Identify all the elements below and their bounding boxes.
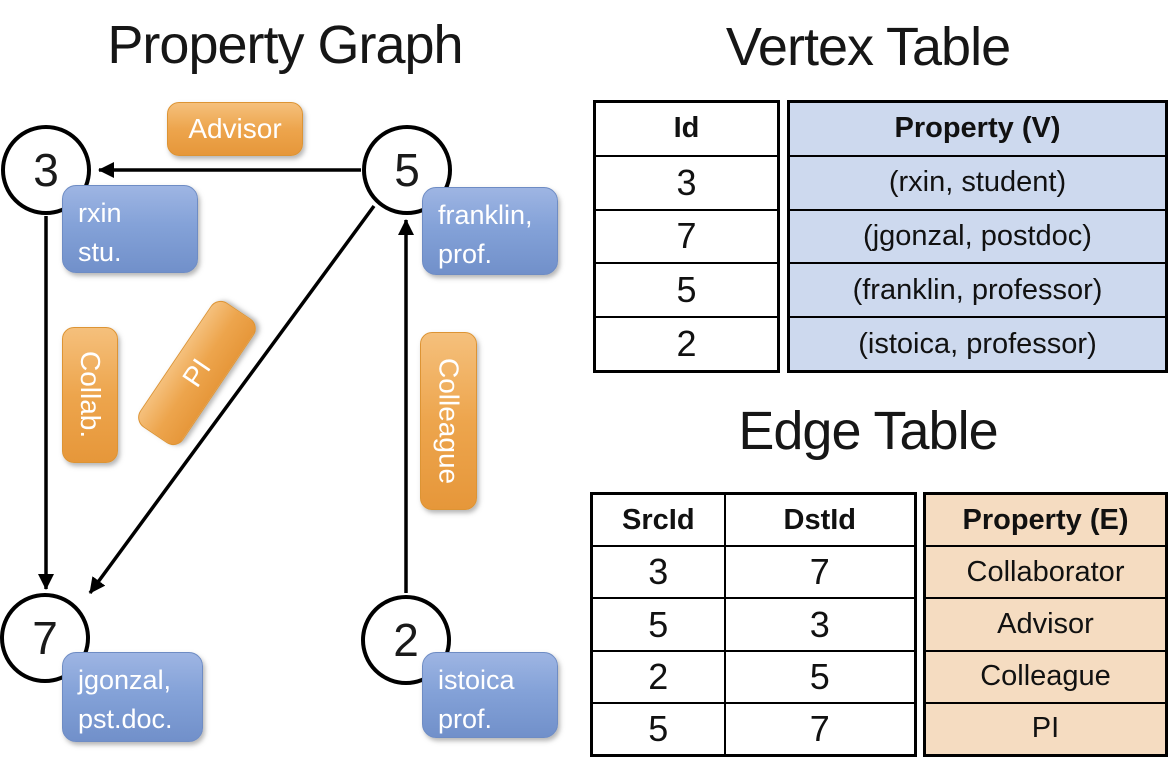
vertex-table-property-column: Property (V) (rxin, student) (jgonzal, p… <box>787 100 1168 373</box>
vertex-table-title: Vertex Table <box>725 17 1011 77</box>
property-graph-title: Property Graph <box>107 15 463 75</box>
edge-table-property-cell: Collaborator <box>926 545 1165 597</box>
edge-label-advisor: Advisor <box>167 102 303 156</box>
vertex-table-id-column: Id 3 7 5 2 <box>593 100 780 373</box>
edge-table-id-row: 5 3 <box>593 597 914 650</box>
vertex-table-id-cell: 2 <box>596 316 777 370</box>
edge-table-dstid-cell: 3 <box>809 603 830 645</box>
edge-label-colleague: Colleague <box>420 332 477 510</box>
vertex-property-card-jgonzal: jgonzal, pst.doc. <box>62 652 203 742</box>
vertex-table-property-cell: (franklin, professor) <box>790 262 1165 316</box>
vertex-property-card-rxin: rxin stu. <box>62 185 198 273</box>
edge-table-property-column: Property (E) Collaborator Advisor Collea… <box>923 492 1168 757</box>
edge-table-dstid-cell: 5 <box>809 655 830 697</box>
vertex-table-id-header: Id <box>673 112 700 145</box>
edge-table-id-header-row: SrcId DstId <box>593 495 914 546</box>
edge-table-title: Edge Table <box>738 401 998 461</box>
edge-arrow-5-to-7 <box>88 204 376 595</box>
vertex-table-property-cell: (rxin, student) <box>790 154 1165 209</box>
vertex-table-property-cell: (jgonzal, postdoc) <box>790 208 1165 263</box>
edge-table-dstid-cell: 7 <box>809 707 830 749</box>
vertex-table-property-cell: (istoica, professor) <box>790 316 1165 370</box>
edge-table-srcid-header: SrcId <box>593 495 726 546</box>
edge-table-property-header: Property (E) <box>962 503 1129 536</box>
graph-edges-layer <box>38 162 414 595</box>
edge-table-id-row: 3 7 <box>593 545 914 598</box>
edge-table-id-row: 2 5 <box>593 649 914 702</box>
graph-node-2: 2 <box>361 595 451 685</box>
edge-table-srcid-cell: 2 <box>593 651 726 702</box>
edge-table-property-cell: Advisor <box>926 597 1165 649</box>
vertex-table-property-header: Property (V) <box>894 112 1061 145</box>
vertex-table-id-cell: 5 <box>596 262 777 316</box>
edge-table-id-columns: SrcId DstId 3 7 5 3 2 5 5 7 <box>590 492 917 757</box>
edge-table-property-cell: Colleague <box>926 649 1165 702</box>
vertex-table-id-cell: 7 <box>596 208 777 263</box>
vertex-property-card-franklin: franklin, prof. <box>422 187 558 275</box>
edge-table-dstid-cell: 7 <box>809 551 830 593</box>
edge-label-collab: Collab. <box>62 327 118 463</box>
edge-table-id-row: 5 7 <box>593 701 914 755</box>
edge-table-dstid-header: DstId <box>783 503 857 536</box>
edge-table-srcid-cell: 5 <box>593 703 726 755</box>
edge-table-srcid-cell: 3 <box>593 547 726 598</box>
vertex-property-card-istoica: istoica prof. <box>422 652 558 738</box>
vertex-table-id-cell: 3 <box>596 154 777 209</box>
edge-table-srcid-cell: 5 <box>593 599 726 650</box>
edge-table-property-cell: PI <box>926 701 1165 754</box>
graph-node-5: 5 <box>362 125 452 215</box>
